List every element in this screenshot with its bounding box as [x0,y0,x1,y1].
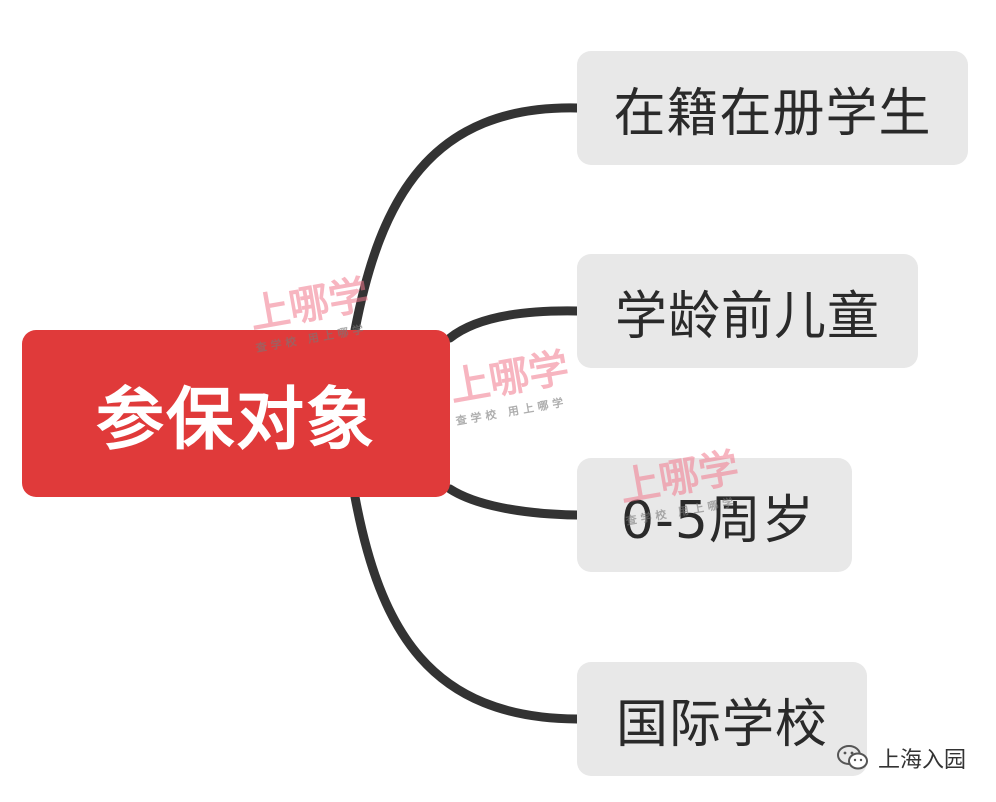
root-node: 参保对象 [22,330,450,497]
child-node-preschool-children: 学龄前儿童 [577,254,918,368]
child-node-label: 国际学校 [615,694,828,755]
child-node-international-school: 国际学校 [577,662,867,776]
root-node-label: 参保对象 [95,381,376,460]
child-node-registered-students: 在籍在册学生 [577,51,968,165]
wechat-icon [836,745,868,770]
child-node-label: 0-5周岁 [621,490,815,551]
child-node-label: 在籍在册学生 [613,83,932,144]
connector-to-child-1 [445,306,582,343]
brand-badge: 上海入园 [836,742,966,774]
child-node-label: 学龄前儿童 [614,286,880,347]
connector-to-child-2 [445,484,582,520]
connector-to-child-0 [350,103,582,335]
child-node-age-0-5: 0-5周岁 [577,458,852,572]
brand-label: 上海入园 [877,748,966,773]
connector-to-child-3 [350,492,582,724]
